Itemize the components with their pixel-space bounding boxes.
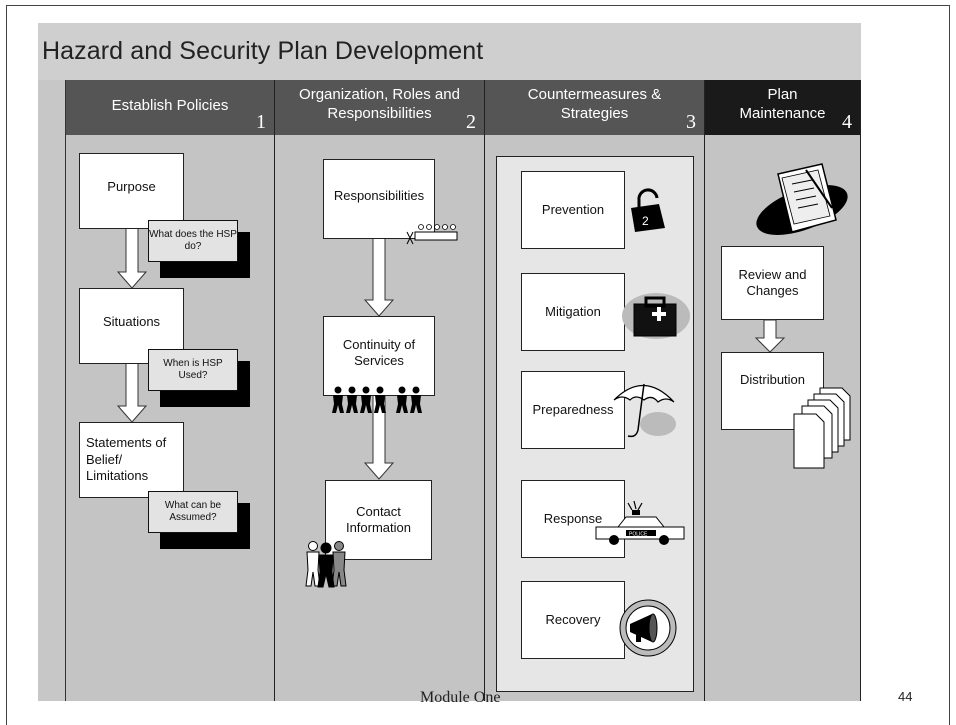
- column-number: 4: [842, 111, 852, 133]
- column-number: 2: [466, 111, 476, 133]
- clipboard-checklist-icon: [756, 163, 848, 235]
- police-car-icon: POLICE: [595, 500, 685, 545]
- down-arrow: [363, 394, 395, 480]
- question-text: What can be Assumed?: [148, 491, 238, 533]
- recovery-box: Recovery: [521, 581, 625, 659]
- people-group-icon: [332, 386, 422, 413]
- prevention-box: Prevention: [521, 171, 625, 249]
- review-and-changes-box: Review and Changes: [721, 246, 824, 320]
- first-aid-kit-icon: [622, 293, 690, 339]
- mitigation-box: Mitigation: [521, 273, 625, 351]
- page-number: 44: [898, 689, 913, 704]
- padlock-icon: 2: [631, 188, 665, 232]
- page-frame: [6, 5, 950, 725]
- response-box: Response: [521, 480, 625, 558]
- umbrella-icon: [613, 383, 676, 438]
- continuity-box: Continuity of Services: [323, 316, 435, 396]
- footer-module-label: Module One: [420, 689, 501, 706]
- down-arrow: [116, 361, 148, 423]
- question-text: When is HSP Used?: [148, 349, 238, 391]
- down-arrow: [116, 227, 148, 289]
- column-number: 1: [256, 111, 266, 133]
- statements-box: Statements of Belief/ Limitations: [79, 422, 184, 498]
- down-arrow: [754, 319, 786, 353]
- column-header-3: Countermeasures & Strategies 3: [485, 80, 704, 135]
- column-header-label-line1: Plan: [767, 86, 798, 103]
- column-header-label-line2: Strategies: [560, 105, 629, 122]
- meeting-table-icon: [406, 224, 458, 245]
- column-header-label-line2: Maintenance: [739, 105, 826, 122]
- column-number: 3: [686, 111, 696, 133]
- column-header-label-line1: Countermeasures &: [527, 86, 662, 103]
- column-header-label-line2: Responsibilities: [327, 105, 432, 122]
- question-text: What does the HSP do?: [148, 220, 238, 262]
- slide-title: Hazard and Security Plan Development: [42, 37, 484, 65]
- purpose-box: Purpose: [79, 153, 184, 229]
- column-header-label: Establish Policies: [111, 97, 229, 114]
- police-label: POLICE: [629, 532, 648, 538]
- column-header-4: Plan Maintenance 4: [705, 80, 860, 135]
- left-margin-strip: [38, 80, 66, 701]
- contacts-people-icon: [305, 541, 347, 588]
- documents-stack-icon: [793, 387, 851, 469]
- column-header-1: Establish Policies 1: [66, 80, 274, 135]
- down-arrow: [363, 237, 395, 317]
- column-header-label-line1: Organization, Roles and: [299, 86, 460, 103]
- preparedness-box: Preparedness: [521, 371, 625, 449]
- column-header-2: Organization, Roles and Responsibilities…: [275, 80, 484, 135]
- svg-text:2: 2: [642, 214, 649, 228]
- megaphone-icon: [619, 599, 677, 657]
- responsibilities-box: Responsibilities: [323, 159, 435, 239]
